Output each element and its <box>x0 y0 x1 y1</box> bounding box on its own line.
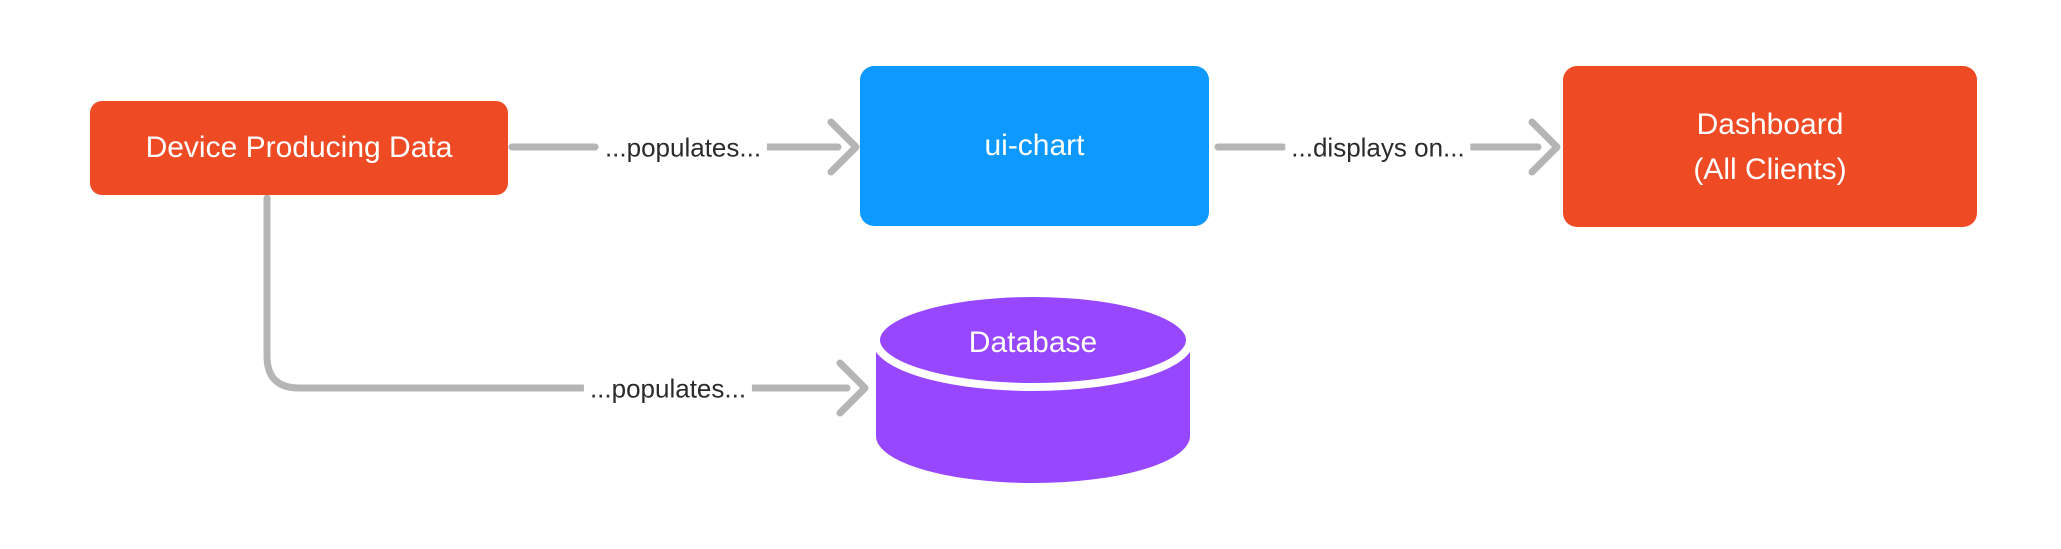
edge-label-populates-top[interactable]: ...populates... <box>598 130 768 166</box>
database-label[interactable]: Database <box>968 326 1098 359</box>
node-ui-chart[interactable]: ui-chart <box>860 66 1209 226</box>
cylinder-top <box>872 289 1194 391</box>
node-label: ui-chart <box>984 129 1085 162</box>
cylinder-body <box>876 340 1190 483</box>
edge-label-populates-bottom[interactable]: ...populates... <box>583 371 753 407</box>
arrowhead-icon <box>836 359 869 417</box>
node-label: Device Producing Data <box>145 131 453 164</box>
node-device-producing-data[interactable]: Device Producing Data <box>90 101 508 195</box>
node-label-line1: Dashboard <box>1696 107 1844 141</box>
arrowhead-icon <box>1528 118 1561 176</box>
database-cylinder[interactable] <box>872 289 1194 483</box>
connector-uichart-to-dashboard[interactable] <box>1214 118 1561 176</box>
edge-label-displays-on[interactable]: ...displays on... <box>1285 130 1471 166</box>
connector-segment <box>263 194 587 392</box>
connector-device-to-database[interactable] <box>263 194 869 417</box>
node-label-line2: (All Clients) <box>1693 152 1847 186</box>
arrowhead-icon <box>827 118 860 176</box>
connector-device-to-uichart[interactable] <box>508 118 860 176</box>
node-dashboard[interactable]: Dashboard (All Clients) <box>1563 66 1977 227</box>
